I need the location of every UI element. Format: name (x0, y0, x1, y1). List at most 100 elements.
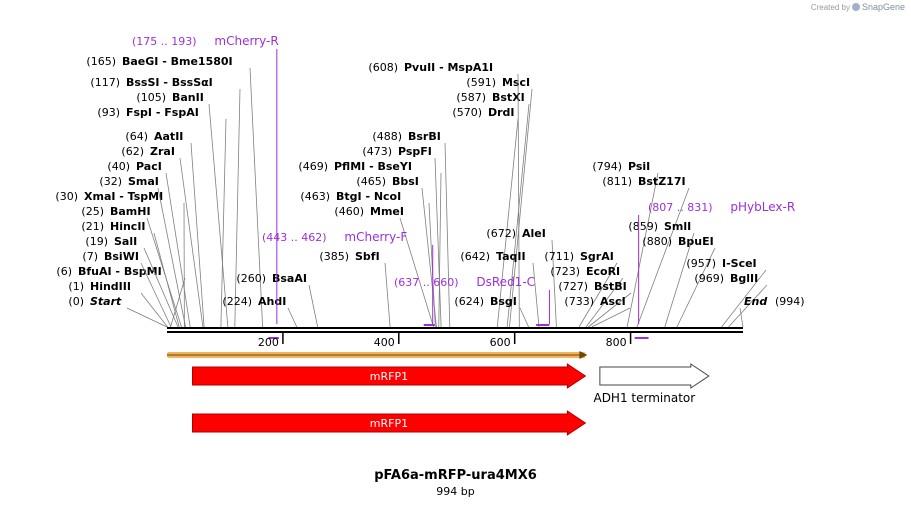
enzyme-connector (165, 172, 191, 328)
enzyme-connector (438, 172, 442, 328)
enzyme-name: SmaI (128, 175, 159, 188)
enzyme-name: AleI (522, 227, 546, 240)
enzyme-position: (880) (642, 235, 672, 248)
enzyme-position: (21) (81, 220, 104, 233)
enzyme-position: (957) (686, 257, 716, 270)
enzyme-name: DrdI (488, 106, 515, 119)
enzyme-connector (676, 247, 716, 328)
ruler-tick-label: 400 (374, 336, 395, 349)
enzyme-name: EcoRI (586, 265, 620, 278)
enzyme-name: XmaI - TspMI (84, 190, 163, 203)
enzyme-name: PvuII - MspA1I (404, 61, 493, 74)
enzyme-connector (308, 284, 319, 328)
enzyme-connector (519, 307, 529, 328)
primer-name: DsRed1-C (476, 275, 535, 289)
enzyme-position: (723) (550, 265, 580, 278)
primer-range: (443 .. 462) (262, 231, 327, 244)
snapgene-credit: Created by SnapGene (811, 2, 905, 12)
ruler-tick-label: 600 (490, 336, 511, 349)
enzyme-position: (624) (454, 295, 484, 308)
enzyme-position: (165) (86, 55, 116, 68)
enzyme-connector (664, 232, 695, 328)
enzyme-position: (6) (56, 265, 72, 278)
enzyme-position: (463) (300, 190, 330, 203)
enzyme-name: BssSI - BssSαI (126, 76, 213, 89)
enzyme-name: AatII (154, 130, 183, 143)
orf-arrowhead (579, 351, 588, 359)
feature-label: mRFP1 (370, 417, 408, 430)
feature-arrow (599, 363, 710, 389)
enzyme-connector (220, 118, 227, 328)
enzyme-position: (465) (356, 175, 386, 188)
snapgene-logo-icon (851, 3, 860, 11)
enzyme-position: (711) (544, 250, 574, 263)
enzyme-name: PspFI (398, 145, 432, 158)
enzyme-position: (117) (90, 76, 120, 89)
enzyme-connector (190, 142, 205, 328)
enzyme-position: (62) (121, 145, 144, 158)
enzyme-position: (40) (107, 160, 130, 173)
enzyme-position: (30) (55, 190, 78, 203)
primer-range: (807 .. 831) (648, 201, 713, 214)
enzyme-position: (473) (362, 145, 392, 158)
enzyme-name: ZraI (150, 145, 175, 158)
enzyme-position: (19) (85, 235, 108, 248)
enzyme-name: BaeGI - Bme1580I (122, 55, 233, 68)
primer-range: (637 .. 660) (394, 276, 459, 289)
feature-label: mRFP1 (370, 370, 408, 383)
enzyme-connector (143, 247, 179, 328)
enzyme-connector (739, 307, 744, 328)
enzyme-connector (728, 284, 768, 328)
enzyme-connector (170, 277, 186, 328)
enzyme-name: TaqII (496, 250, 526, 263)
enzyme-name: BglII (730, 272, 758, 285)
primer-name: pHybLex-R (730, 200, 795, 214)
enzyme-position: (469) (298, 160, 328, 173)
enzyme-position: (994) (775, 295, 805, 308)
enzyme-name: BpuEI (678, 235, 714, 248)
enzyme-name: HincII (110, 220, 146, 233)
enzyme-name: HindIII (90, 280, 131, 293)
enzyme-connector (721, 269, 767, 328)
enzyme-name: FspI - FspAI (126, 106, 199, 119)
enzyme-connector (626, 172, 659, 328)
enzyme-connector (444, 142, 451, 328)
enzyme-connector (179, 157, 204, 328)
enzyme-name: AhdI (258, 295, 286, 308)
enzyme-name: BsaAI (272, 272, 307, 285)
enzyme-position: (570) (452, 106, 482, 119)
enzyme-name: SgrAI (580, 250, 614, 263)
enzyme-name: SalI (114, 235, 137, 248)
enzyme-position: (859) (628, 220, 658, 233)
enzyme-connector (551, 239, 557, 328)
enzyme-connector (506, 103, 530, 328)
enzyme-name: SmlI (664, 220, 691, 233)
enzyme-position: (93) (97, 106, 120, 119)
primer-range: (175 .. 193) (132, 35, 197, 48)
enzyme-name: PflMI - BseYI (334, 160, 412, 173)
enzyme-connector (578, 262, 618, 328)
enzyme-name: BsgI (490, 295, 517, 308)
enzyme-name: BamHI (110, 205, 151, 218)
enzyme-name: AscI (600, 295, 626, 308)
enzyme-name: End (744, 295, 767, 308)
enzyme-position: (727) (558, 280, 588, 293)
enzyme-connector (636, 187, 690, 328)
enzyme-name: BstBI (594, 280, 627, 293)
credit-brand: SnapGene (861, 2, 905, 12)
enzyme-connector (234, 88, 241, 328)
primer-name: mCherry-F (344, 230, 407, 244)
enzyme-position: (7) (82, 250, 98, 263)
feature-arrow (191, 363, 587, 389)
enzyme-name: BbsI (392, 175, 419, 188)
enzyme-position: (642) (460, 250, 490, 263)
enzyme-position: (733) (564, 295, 594, 308)
enzyme-position: (25) (81, 205, 104, 218)
enzyme-connector (517, 73, 520, 328)
map-length: 994 bp (436, 485, 475, 498)
enzyme-connector (249, 67, 264, 328)
enzyme-name: PacI (136, 160, 162, 173)
enzyme-position: (64) (125, 130, 148, 143)
enzyme-position: (1) (68, 280, 84, 293)
enzyme-connector (287, 307, 298, 328)
